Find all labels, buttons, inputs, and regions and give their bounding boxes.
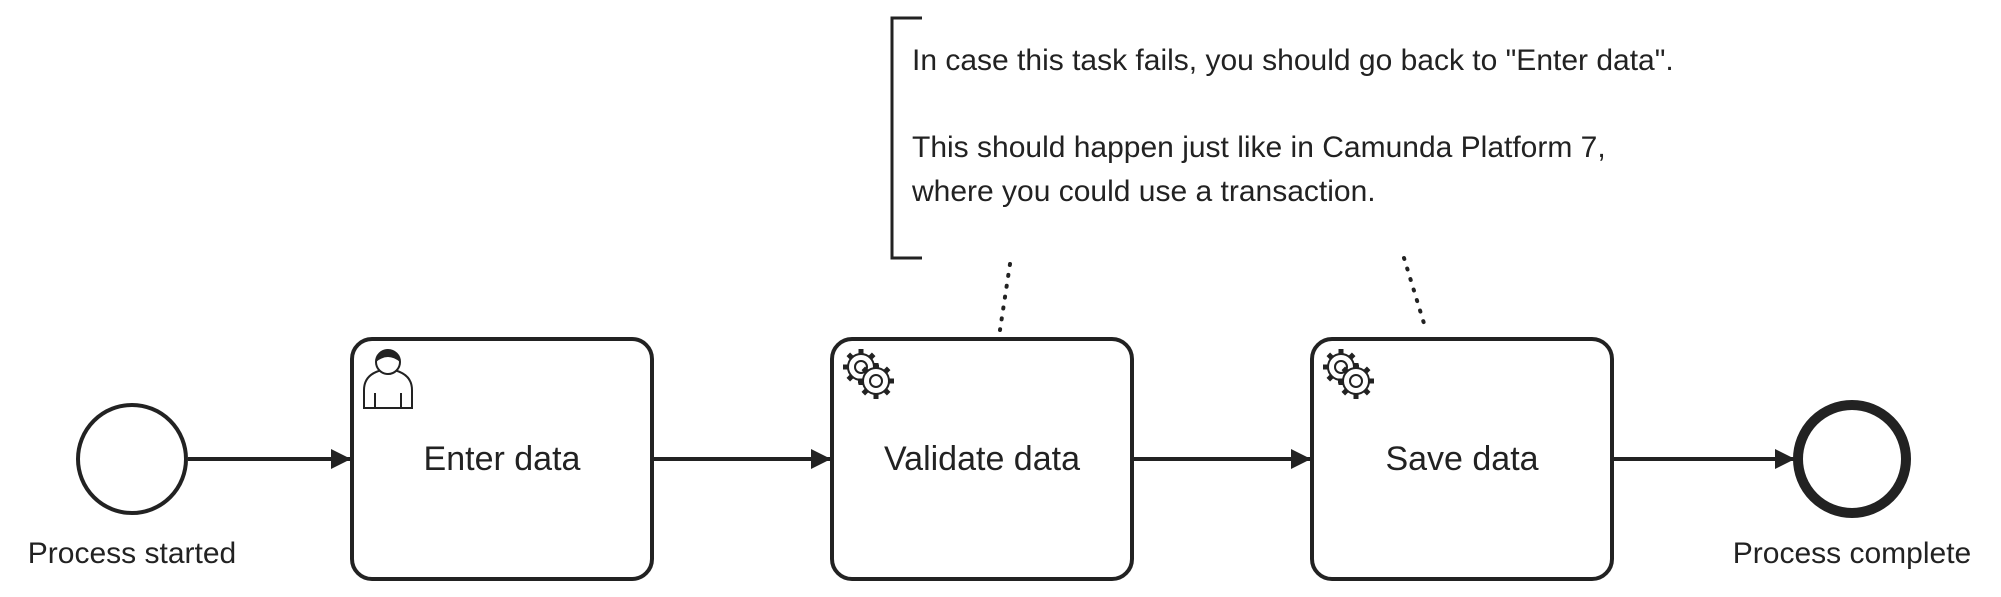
start-event[interactable] bbox=[76, 403, 188, 515]
association-validate bbox=[998, 262, 1012, 332]
svg-text:In case this task fails, you s: In case this task fails, you should go b… bbox=[911, 44, 1682, 208]
gear-icon bbox=[1323, 349, 1374, 399]
association-save bbox=[1402, 256, 1428, 332]
task-validate-data-label: Validate data bbox=[884, 440, 1080, 478]
end-event[interactable] bbox=[1793, 400, 1911, 518]
gear-icon bbox=[843, 349, 894, 399]
user-icon bbox=[363, 349, 413, 409]
start-event-label: Process started bbox=[28, 537, 236, 570]
annotation-line-3: This should happen just like in Camunda … bbox=[912, 131, 1606, 164]
task-save-data-label: Save data bbox=[1385, 440, 1538, 478]
annotation-bracket bbox=[890, 16, 922, 260]
end-event-label: Process complete bbox=[1733, 537, 1971, 570]
task-validate-data[interactable]: Validate data bbox=[830, 337, 1134, 581]
task-save-data[interactable]: Save data bbox=[1310, 337, 1614, 581]
task-enter-data-label: Enter data bbox=[424, 440, 581, 478]
annotation-line-4: where you could use a transaction. bbox=[911, 175, 1376, 208]
task-enter-data[interactable]: Enter data bbox=[350, 337, 654, 581]
annotation-line-1: In case this task fails, you should go b… bbox=[912, 44, 1674, 77]
